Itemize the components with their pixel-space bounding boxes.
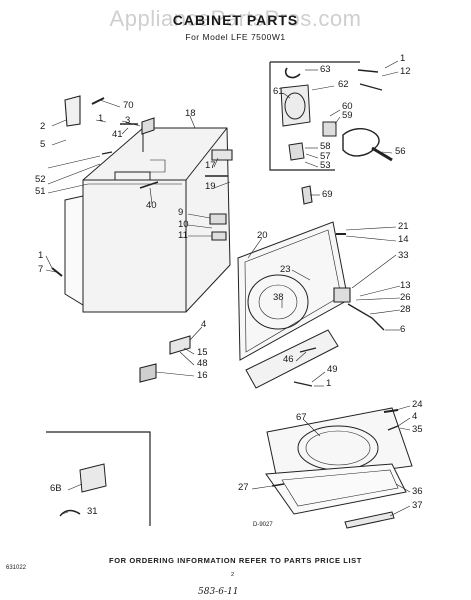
callout-6: 6 (400, 324, 406, 335)
callout-61: 61 (273, 86, 284, 97)
callout-1-lower: 1 (326, 378, 332, 389)
callout-40: 40 (146, 200, 157, 211)
callout-10: 10 (178, 219, 189, 230)
model-subtitle: For Model LFE 7500W1 (185, 32, 286, 42)
callout-15: 15 (197, 347, 208, 358)
callout-70: 70 (123, 100, 134, 111)
callout-1-upper: 1 (98, 113, 104, 124)
callout-14: 14 (398, 234, 409, 245)
callout-5: 5 (40, 139, 46, 150)
callout-4-right: 4 (412, 411, 418, 422)
page-number: 2 (231, 572, 235, 578)
callout-49: 49 (327, 364, 338, 375)
ordering-note: FOR ORDERING INFORMATION REFER TO PARTS … (109, 556, 362, 565)
document-number: 631022 (6, 565, 27, 571)
callout-26: 26 (400, 292, 411, 303)
callout-18: 18 (185, 108, 196, 119)
callout-31: 31 (87, 506, 98, 517)
callout-62: 62 (338, 79, 349, 90)
callout-21: 21 (398, 221, 409, 232)
callout-11: 11 (178, 230, 188, 241)
callout-59: 59 (342, 110, 353, 121)
callout-35: 35 (412, 424, 423, 435)
callout-17: 17 (205, 160, 216, 171)
callout-27: 27 (238, 482, 249, 493)
callout-63: 63 (320, 64, 331, 75)
page-title: CABINET PARTS (172, 12, 299, 28)
diagram-number: D-9027 (253, 522, 273, 528)
callout-41: 41 (112, 129, 123, 140)
callout-12: 12 (400, 66, 411, 77)
callout-4-mid: 4 (201, 319, 207, 330)
callout-48: 48 (197, 358, 208, 369)
inset-box (46, 431, 151, 526)
handwritten-code: 583-6-11 (198, 587, 239, 597)
base-pan (265, 463, 407, 515)
toe-panel (245, 329, 339, 389)
callout-28: 28 (400, 304, 411, 315)
callout-38: 38 (273, 292, 284, 303)
callout-58: 58 (320, 141, 331, 152)
callout-23: 23 (280, 264, 291, 275)
callout-19: 19 (205, 181, 216, 192)
callout-1: 1 (400, 53, 406, 64)
leader-lines (45, 60, 411, 517)
callout-36: 36 (412, 486, 423, 497)
door-opening (247, 274, 309, 330)
callout-52: 52 (35, 174, 46, 185)
callout-46: 46 (283, 354, 294, 365)
callout-6b: 6B (50, 483, 62, 494)
callout-37: 37 (412, 500, 423, 511)
callout-69: 69 (322, 189, 333, 200)
callout-24: 24 (412, 399, 423, 410)
callout-57: 57 (320, 151, 331, 162)
watermark: AppliancePartsPros.com (109, 6, 362, 31)
callout-2: 2 (40, 121, 46, 132)
callout-60: 60 (342, 101, 353, 112)
motor-parts-box (269, 61, 360, 171)
callout-13: 13 (400, 280, 411, 291)
callout-53: 53 (320, 160, 331, 171)
cabinet-shell (64, 127, 231, 313)
callout-51: 51 (35, 186, 46, 197)
callout-1-left: 1 (38, 250, 44, 261)
small-hardware (51, 95, 399, 487)
base-strip (344, 511, 395, 529)
callout-20: 20 (257, 230, 268, 241)
motor-assembly (280, 67, 393, 162)
callout-67: 67 (296, 412, 307, 423)
callout-33: 33 (398, 250, 409, 261)
callout-7: 7 (38, 264, 44, 275)
callout-3: 3 (125, 115, 131, 126)
callout-16: 16 (197, 370, 208, 381)
callout-9: 9 (178, 207, 184, 218)
callout-56: 56 (395, 146, 406, 157)
